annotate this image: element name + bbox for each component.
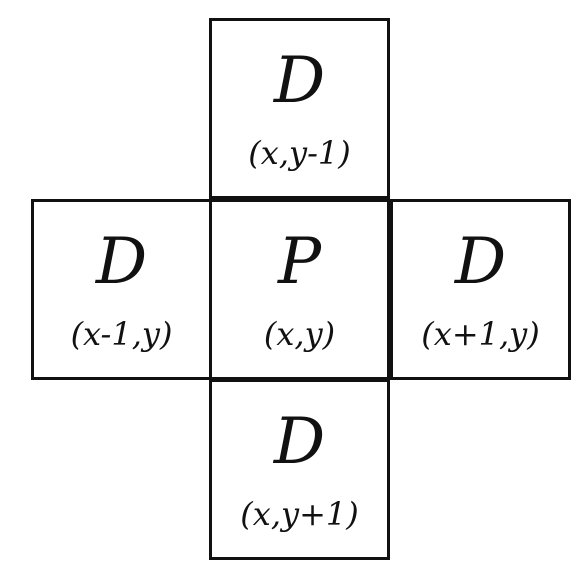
- cell-top-coord: (x,y-1): [248, 134, 351, 172]
- cell-top-neighbor: D (x,y-1): [209, 18, 390, 199]
- cell-right-coord: (x+1,y): [421, 315, 540, 353]
- cell-left-coord: (x-1,y): [70, 315, 173, 353]
- cell-bottom-neighbor: D (x,y+1): [209, 379, 390, 560]
- cell-right-label: D: [454, 225, 507, 299]
- cell-center-coord: (x,y): [263, 315, 336, 353]
- cell-bottom-label: D: [273, 405, 326, 479]
- cell-center-pixel: P (x,y): [209, 199, 390, 380]
- cell-left-neighbor: D (x-1,y): [31, 199, 212, 380]
- cell-right-neighbor: D (x+1,y): [390, 199, 571, 380]
- cell-center-label: P: [277, 225, 322, 299]
- cell-top-label: D: [273, 44, 326, 118]
- cell-left-label: D: [95, 225, 148, 299]
- cell-bottom-coord: (x,y+1): [240, 495, 359, 533]
